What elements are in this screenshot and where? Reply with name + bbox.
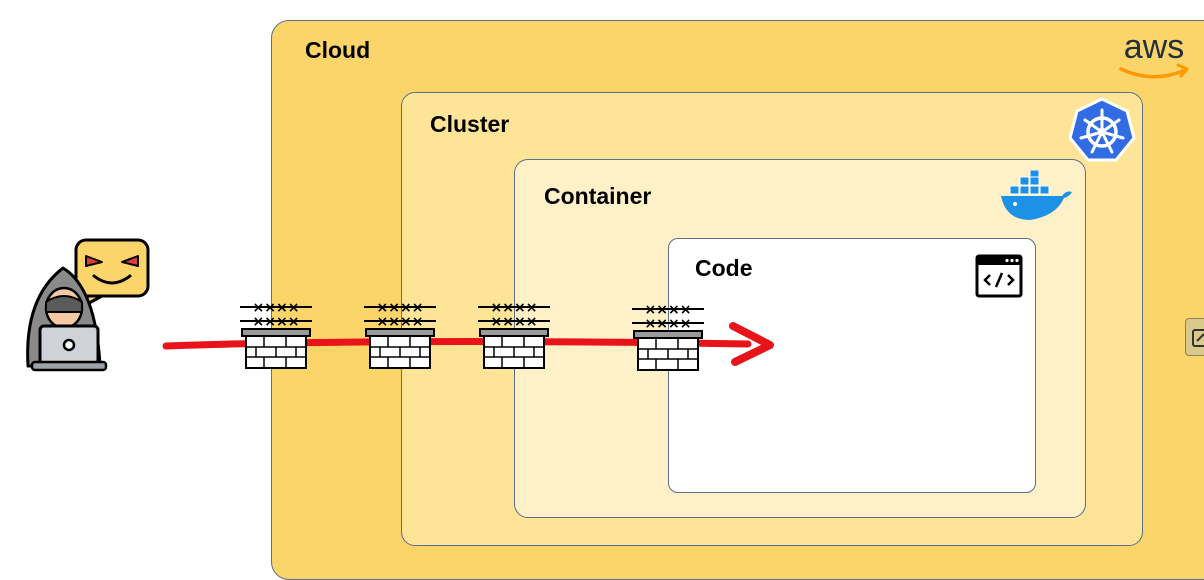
expand-icon bbox=[1192, 329, 1204, 347]
container-title: Container bbox=[544, 183, 652, 209]
side-tab-button[interactable] bbox=[1185, 318, 1204, 356]
hacker-icon bbox=[26, 238, 150, 372]
aws-smile-icon bbox=[1119, 63, 1189, 79]
cluster-title: Cluster bbox=[430, 111, 510, 137]
kubernetes-icon bbox=[1068, 97, 1136, 162]
aws-logo: aws bbox=[1115, 28, 1193, 82]
cloud-title: Cloud bbox=[305, 37, 371, 63]
aws-logo-text: aws bbox=[1123, 28, 1185, 66]
docker-icon bbox=[1001, 170, 1072, 220]
code-window-icon bbox=[975, 254, 1023, 298]
code-title: Code bbox=[695, 255, 753, 281]
